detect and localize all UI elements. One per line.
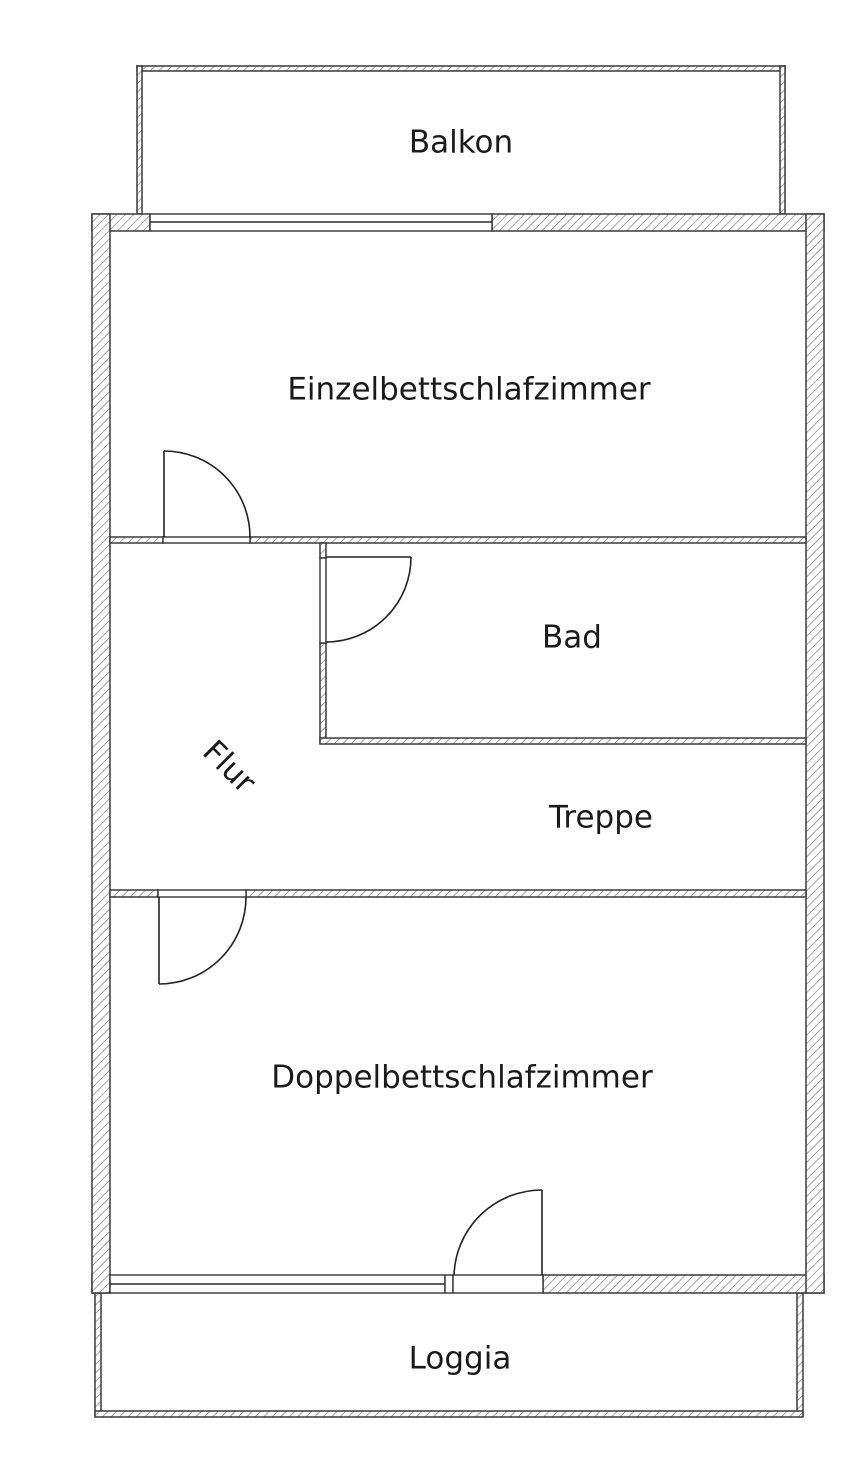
room-label-loggia: Loggia bbox=[409, 1341, 512, 1377]
room-label-bad: Bad bbox=[542, 620, 602, 656]
room-label-einzelbettschlafzimmer: Einzelbettschlafzimmer bbox=[287, 372, 651, 408]
loggia-door-frame bbox=[444, 1274, 544, 1294]
door-bad bbox=[319, 556, 412, 644]
room-label-doppelbettschlafzimmer: Doppelbettschlafzimmer bbox=[271, 1060, 653, 1096]
door-einzelbettschlafzimmer bbox=[162, 450, 251, 544]
balcony-window bbox=[149, 213, 493, 232]
loggia-window bbox=[109, 1274, 446, 1294]
room-label-treppe: Treppe bbox=[548, 800, 653, 836]
door-loggia bbox=[453, 1189, 543, 1276]
door-doppelbettschlafzimmer bbox=[157, 889, 247, 985]
balcony bbox=[136, 65, 786, 215]
outer-walls bbox=[91, 213, 825, 1294]
room-label-balkon: Balkon bbox=[409, 125, 513, 161]
interior-walls bbox=[109, 536, 807, 898]
room-label-flur: Flur bbox=[196, 733, 263, 800]
